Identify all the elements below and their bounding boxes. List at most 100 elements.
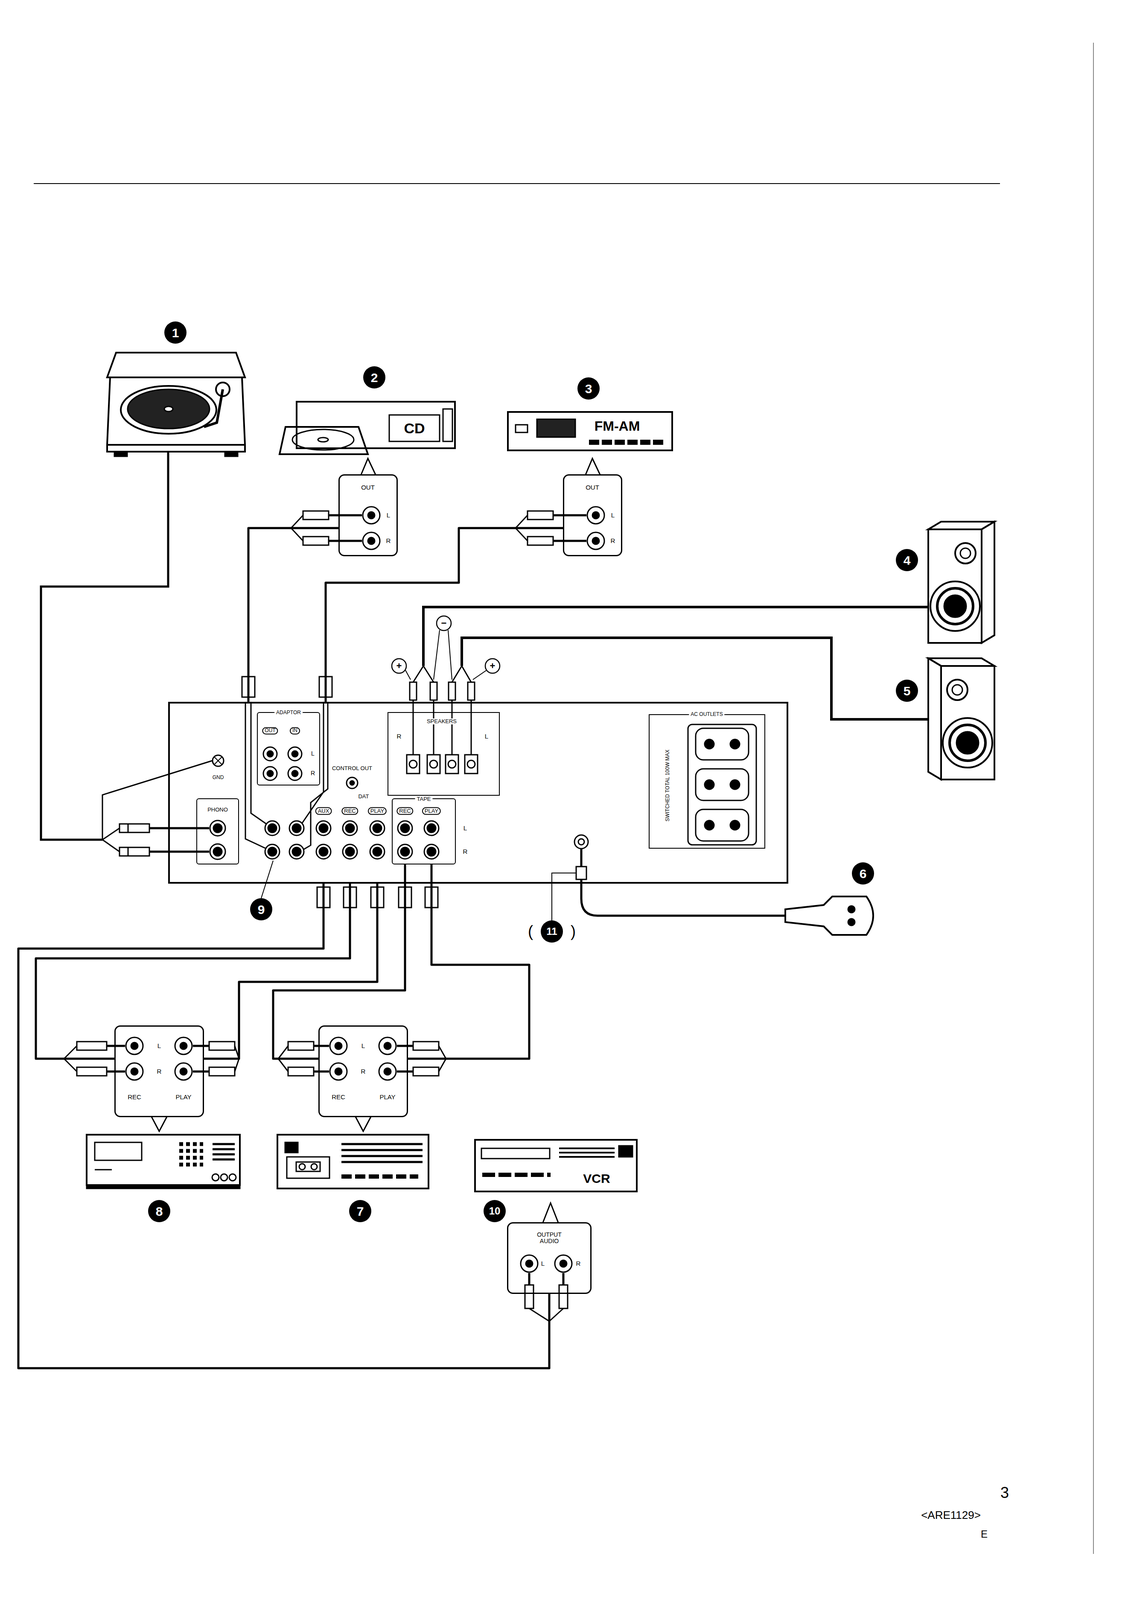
speaker <box>941 665 995 780</box>
node-label: L <box>311 750 315 757</box>
power-cord <box>551 872 577 921</box>
speaker-cable <box>409 682 417 700</box>
node-label: AC OUTLETS <box>688 711 725 718</box>
tape-deck <box>277 1134 429 1189</box>
speaker-terminal <box>445 754 459 774</box>
dat-deck <box>179 1143 204 1165</box>
callout-pointer <box>355 1116 371 1131</box>
callout-pointer <box>151 1116 167 1131</box>
ac-outlet <box>704 739 715 749</box>
speaker-terminal <box>464 754 478 774</box>
cd-player-detail <box>443 408 453 442</box>
rca-jack <box>131 1042 138 1050</box>
speaker-cable <box>451 665 472 683</box>
turntable <box>107 352 245 457</box>
cd-player: CD <box>295 400 456 449</box>
phono-cable <box>40 451 213 856</box>
speaker <box>928 658 995 780</box>
turntable <box>107 352 245 378</box>
node-label: L <box>484 732 489 741</box>
rca-jack <box>424 820 439 836</box>
callout-circle <box>895 679 919 702</box>
callout-circle <box>851 862 875 885</box>
node-label: REC <box>396 807 414 815</box>
speaker <box>955 542 976 564</box>
audio-cable <box>325 527 563 702</box>
rca-jack <box>289 844 304 859</box>
speaker-cable <box>430 682 438 700</box>
node-label: PLAY <box>175 1093 192 1101</box>
rca-plug <box>303 536 329 546</box>
jack-panel: OUTPUT AUDIOLR <box>507 1221 592 1294</box>
tape-deck <box>311 1163 318 1170</box>
tuner-detail <box>515 419 666 443</box>
speaker <box>949 724 986 761</box>
rca-plug <box>396 1044 414 1047</box>
document-code: <ARE1129> <box>921 1508 981 1522</box>
vcr-detail <box>481 1145 633 1175</box>
phono-cable <box>149 850 210 853</box>
page-edge <box>1093 42 1094 1554</box>
turntable <box>127 389 210 429</box>
tuner-detail <box>588 439 666 445</box>
rca-jack <box>349 780 355 785</box>
speaker <box>960 548 971 559</box>
tape-deck <box>299 1163 306 1170</box>
page-rule <box>33 183 1000 185</box>
power-cord <box>578 838 585 845</box>
rca-jack <box>288 766 302 781</box>
power-cord <box>574 834 589 849</box>
polarity-mark <box>485 658 500 674</box>
rca-jack <box>316 844 331 859</box>
callout-number: 5 <box>903 683 911 698</box>
dat-deck <box>220 1173 228 1181</box>
rca-jack <box>288 746 302 761</box>
rca-jack <box>587 532 605 550</box>
callout-circle <box>148 321 919 1222</box>
polarity-mark: − <box>441 617 447 629</box>
rca-jack <box>345 847 355 856</box>
node-label: TAPE <box>415 795 433 802</box>
node-label: L <box>463 824 467 832</box>
rca-jack <box>362 532 380 550</box>
dat-deck <box>229 1173 237 1181</box>
ac-outlets: AC OUTLETS SWITCHED TOTAL 100W MAX <box>648 714 766 849</box>
rca-plug <box>313 1044 330 1047</box>
rca-jack <box>267 770 274 777</box>
node-label: OUT <box>585 483 600 492</box>
tape-deck <box>286 1156 330 1178</box>
polarity-mark <box>391 658 407 674</box>
phono-jacks: PHONO <box>196 798 240 865</box>
rca-jack <box>346 777 358 789</box>
tuner: FM-AM <box>507 411 674 452</box>
speaker-terminal <box>406 754 420 774</box>
node-label: PLAY <box>367 807 387 815</box>
speaker-cable <box>409 606 929 755</box>
ground-terminal <box>212 754 224 767</box>
node-label: L <box>157 1042 161 1050</box>
rca-jack <box>316 820 331 836</box>
audio-cable <box>18 883 550 1368</box>
turntable <box>114 451 128 457</box>
callout-number: 11 <box>546 925 557 937</box>
speaker <box>930 581 980 631</box>
rca-jack <box>367 537 375 545</box>
rca-jack <box>174 1037 193 1055</box>
rca-jack <box>370 820 385 836</box>
rca-jack <box>373 847 382 856</box>
speaker <box>947 679 968 700</box>
node-label: SWITCHED TOTAL 100W MAX <box>664 749 671 822</box>
rca-plug <box>328 514 362 517</box>
rca-jack <box>329 1062 347 1080</box>
tuner-detail <box>536 419 576 438</box>
page-number: 3 <box>1000 1483 1009 1502</box>
internal-wire <box>302 702 328 850</box>
rca-plug <box>553 514 587 517</box>
ac-outlet <box>704 820 715 830</box>
callout-circle <box>363 366 386 389</box>
jack-panel: OUTLR <box>338 474 398 557</box>
phono-cable <box>127 847 129 856</box>
node-label: R <box>396 732 402 741</box>
tape-jacks: TAPERECPLAY <box>391 798 456 865</box>
